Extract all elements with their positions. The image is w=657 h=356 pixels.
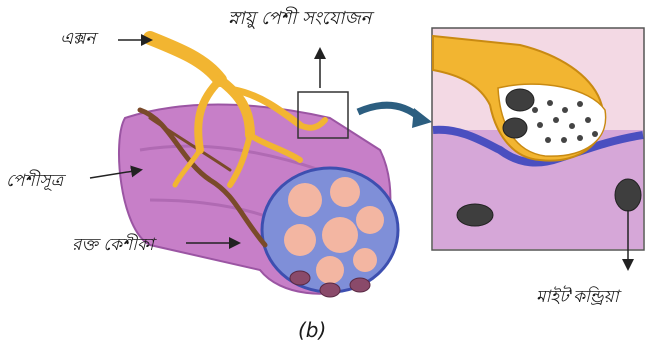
neuromuscular-junction-label: স্নায়ু পেশী সংযোজন bbox=[228, 4, 371, 35]
capillary-label: রক্ত কেশীকা bbox=[72, 232, 154, 260]
zoom-arrow bbox=[358, 105, 420, 118]
junction-inset bbox=[432, 28, 644, 250]
mitochondria-label: মাইট'কন্ড্রিয়া bbox=[536, 284, 619, 312]
zoom-arrowhead bbox=[412, 108, 432, 128]
axon-label: এক্সন bbox=[60, 26, 96, 54]
figure-caption: (b) bbox=[298, 318, 326, 342]
muscle-fibre-label: পেশীসূত্র bbox=[6, 168, 63, 196]
